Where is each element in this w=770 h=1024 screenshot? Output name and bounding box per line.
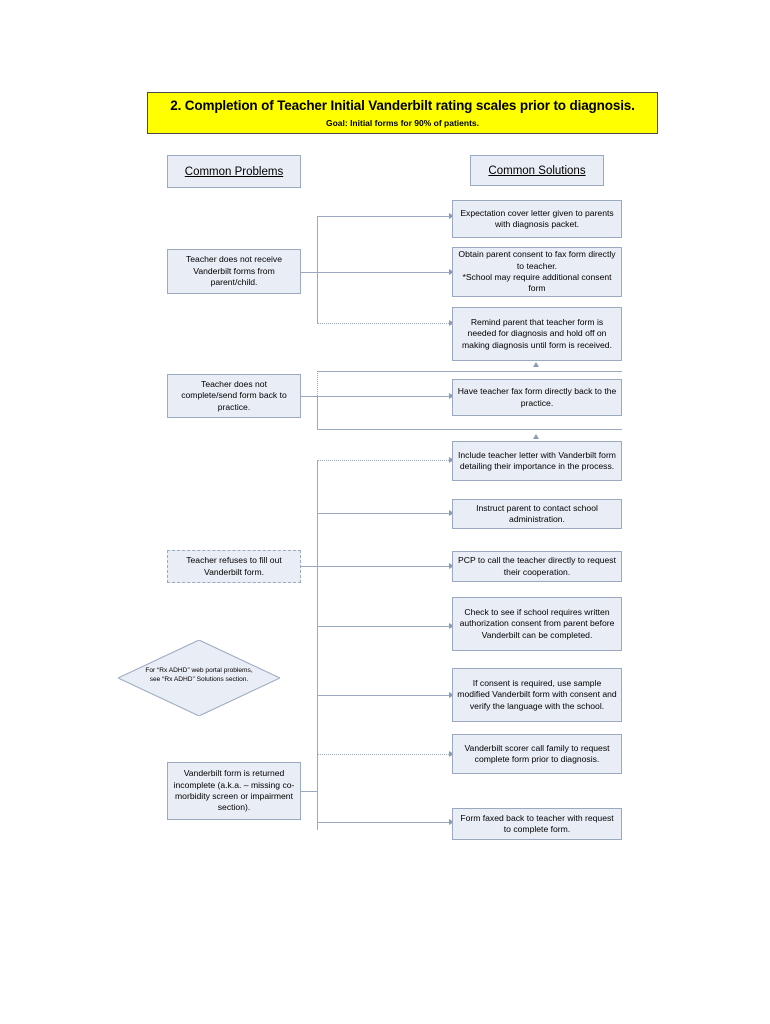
banner-subtitle: Goal: Initial forms for 90% of patients. (325, 118, 480, 128)
connector-trunk-1 (317, 216, 318, 323)
column-heading-problems-label: Common Problems (184, 165, 284, 178)
solution-box-6[interactable]: Instruct parent to contact school admini… (452, 499, 622, 529)
connector-branch-3b (317, 513, 451, 514)
column-heading-problems: Common Problems (167, 155, 301, 188)
solution-box-9[interactable]: If consent is required, use sample modif… (452, 668, 622, 722)
problem-box-4-label: Vanderbilt form is returned incomplete (… (173, 768, 295, 813)
connector-branch-3d (317, 626, 451, 627)
column-heading-solutions: Common Solutions (470, 155, 604, 186)
connector-arrow-up-s3 (533, 362, 539, 367)
connector-arrow-3c (449, 562, 454, 569)
connector-branch-1c (317, 323, 451, 324)
connector-arrow-1c (449, 319, 454, 326)
connector-trunk-2-upper (317, 371, 318, 396)
note-diamond-line-2: see “Rx ADHD” Solutions section. (149, 676, 249, 683)
solution-box-8[interactable]: Check to see if school requires written … (452, 597, 622, 651)
solution-box-2-note: *School may require additional consent f… (462, 272, 612, 294)
problem-box-4[interactable]: Vanderbilt form is returned incomplete (… (167, 762, 301, 820)
connector-arrow-3e (449, 691, 454, 698)
solution-box-9-label: If consent is required, use sample modif… (457, 677, 617, 711)
connector-arrow-4a (449, 750, 454, 757)
solution-box-1[interactable]: Expectation cover letter given to parent… (452, 200, 622, 238)
connector-arrow-up-s5 (533, 434, 539, 439)
connector-arrow-3a (449, 456, 454, 463)
problem-box-1-label: Teacher does not receive Vanderbilt form… (185, 254, 283, 288)
connector-branch-3e (317, 695, 451, 696)
connector-arrow-1b (449, 268, 454, 275)
solution-box-3-label: Remind parent that teacher form is neede… (462, 316, 612, 350)
column-heading-solutions-label: Common Solutions (488, 164, 586, 177)
solution-box-7[interactable]: PCP to call the teacher directly to requ… (452, 551, 622, 582)
solution-box-11-label: Form faxed back to teacher with request … (460, 812, 614, 834)
solution-box-7-label: PCP to call the teacher directly to requ… (458, 555, 616, 577)
banner-title: 2. Completion of Teacher Initial Vanderb… (170, 98, 635, 113)
diamond-shape-icon (118, 640, 280, 716)
solution-box-5[interactable]: Include teacher letter with Vanderbilt f… (452, 441, 622, 481)
title-banner: 2. Completion of Teacher Initial Vanderb… (147, 92, 658, 134)
solution-box-10-label: Vanderbilt scorer call family to request… (464, 742, 610, 764)
connector-branch-2c (317, 429, 622, 430)
connector-arrow-4b (449, 818, 454, 825)
problem-box-2[interactable]: Teacher does not complete/send form back… (167, 374, 301, 418)
connector-branch-4b (317, 822, 451, 823)
solution-box-11[interactable]: Form faxed back to teacher with request … (452, 808, 622, 840)
solution-box-8-label: Check to see if school requires written … (459, 606, 615, 640)
problem-box-2-label: Teacher does not complete/send form back… (181, 378, 287, 412)
solution-box-3[interactable]: Remind parent that teacher form is neede… (452, 307, 622, 361)
connector-branch-3a (317, 460, 451, 461)
solution-box-6-label: Instruct parent to contact school admini… (476, 502, 598, 524)
connector-arrow-2b (449, 392, 454, 399)
problem-box-1[interactable]: Teacher does not receive Vanderbilt form… (167, 249, 301, 294)
connector-branch-3c (300, 566, 451, 567)
solution-box-4[interactable]: Have teacher fax form directly back to t… (452, 379, 622, 416)
problem-box-3-label: Teacher refuses to fill out Vanderbilt f… (186, 555, 282, 577)
connector-arrow-3b (449, 509, 454, 516)
connector-arrow-3d (449, 622, 454, 629)
connector-branch-4-stub (300, 791, 318, 792)
connector-arrow-1a (449, 212, 454, 219)
note-diamond-line-1: For “Rx ADHD” web portal problems, (145, 667, 253, 674)
solution-box-10[interactable]: Vanderbilt scorer call family to request… (452, 734, 622, 774)
connector-branch-2a (317, 371, 622, 372)
solution-box-2[interactable]: Obtain parent consent to fax form direct… (452, 247, 622, 297)
solution-box-1-label: Expectation cover letter given to parent… (460, 207, 614, 229)
connector-trunk-3 (317, 460, 318, 830)
connector-trunk-2-lower (317, 396, 318, 429)
connector-trunk-4 (317, 754, 318, 822)
connector-branch-2b (300, 396, 451, 397)
connector-branch-1b (300, 272, 451, 273)
solution-box-5-label: Include teacher letter with Vanderbilt f… (458, 449, 616, 471)
solution-box-2-label: Obtain parent consent to fax form direct… (458, 249, 616, 271)
connector-branch-4a (317, 754, 451, 755)
note-diamond-text: For “Rx ADHD” web portal problems, see “… (132, 666, 266, 684)
note-diamond[interactable]: For “Rx ADHD” web portal problems, see “… (118, 640, 280, 716)
solution-box-4-label: Have teacher fax form directly back to t… (457, 386, 617, 408)
problem-box-3[interactable]: Teacher refuses to fill out Vanderbilt f… (167, 550, 301, 583)
connector-branch-1a (317, 216, 451, 217)
